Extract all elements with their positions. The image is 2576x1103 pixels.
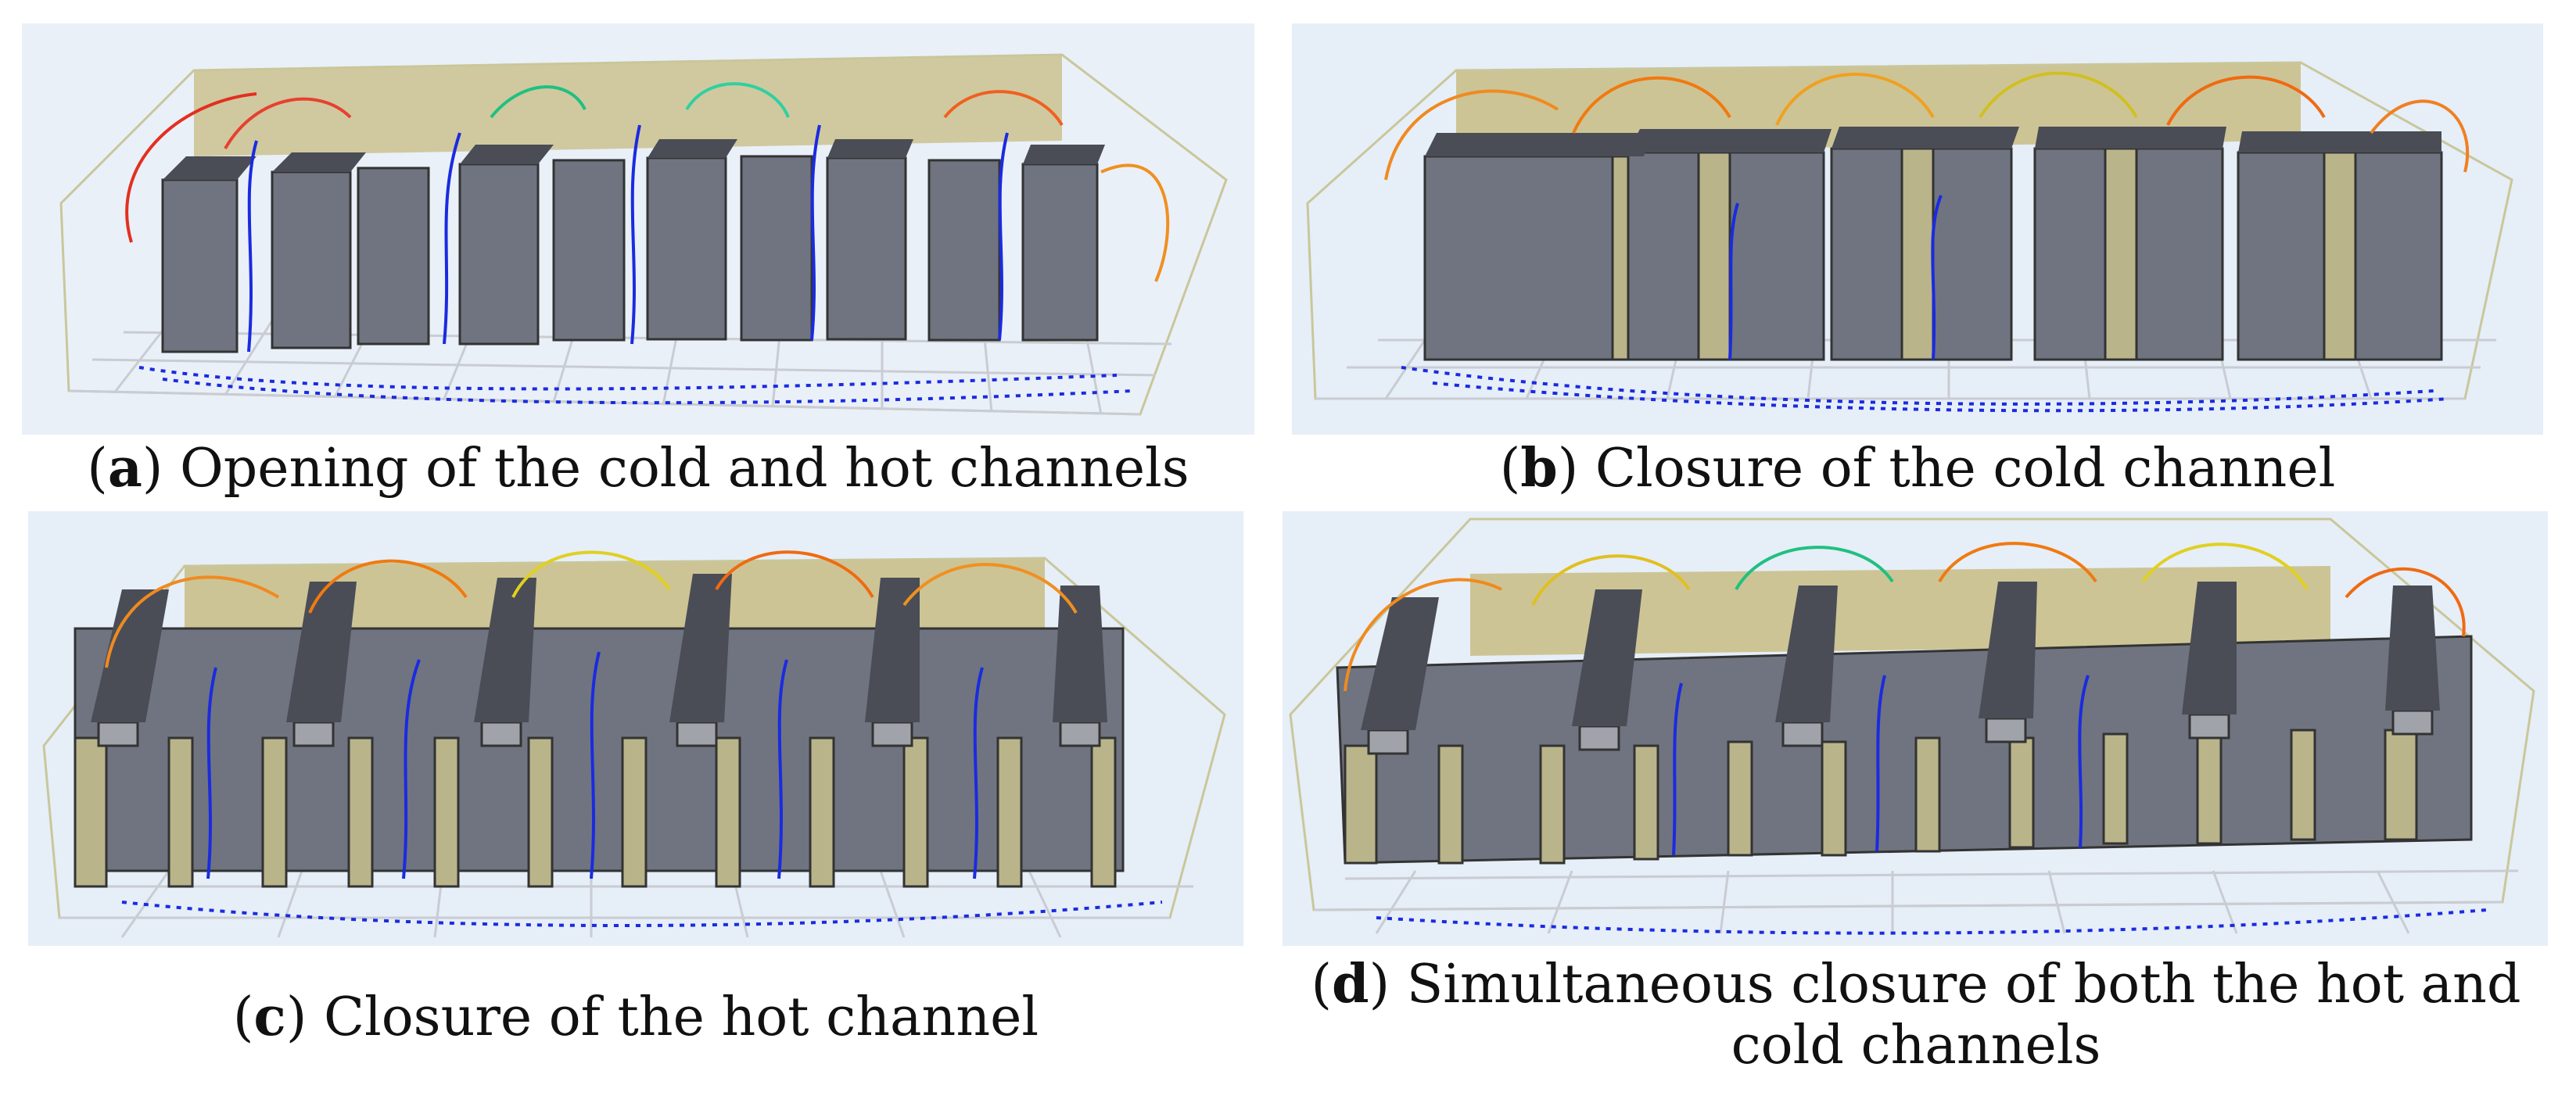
hot-airflow-streamlines (1384, 71, 2470, 181)
back-wall (194, 55, 1062, 156)
cold-airflow-streamlines (1401, 195, 2450, 413)
caption-text-b: Closure of the cold channel (1595, 438, 2336, 500)
rack-rows (74, 574, 1125, 888)
cold-airflow-streamlines (121, 651, 1163, 927)
simulation-panel-d (1283, 511, 2548, 946)
floor-grid (1313, 869, 2519, 934)
simulation-panel-a (22, 23, 1254, 435)
airflow-render-c (28, 511, 1243, 946)
caption-text-c: Closure of the hot channel (323, 987, 1039, 1048)
rack-rows (1336, 582, 2473, 865)
cold-airflow-streamlines (1376, 675, 2488, 935)
cold-airflow-streamlines (138, 124, 1133, 405)
panel-letter-b: b (1520, 437, 1558, 500)
rack-rows (161, 139, 1105, 353)
hot-airflow-streamlines (125, 82, 1170, 282)
airflow-render-d (1283, 511, 2548, 946)
airflow-render-a (22, 23, 1254, 435)
hot-airflow-streamlines (1344, 542, 2466, 692)
airflow-render-b (1292, 23, 2543, 435)
panel-letter-c: c (253, 986, 286, 1048)
caption-a: (a) Opening of the cold and hot channels (87, 437, 1189, 500)
back-wall (1470, 566, 2330, 656)
caption-d: (d) Simultaneous closure of both the hot… (1311, 953, 2521, 1077)
caption-text-d: Simultaneous closure of both the hot and… (1406, 954, 2521, 1077)
panel-letter-a: a (107, 437, 142, 500)
caption-c: (c) Closure of the hot channel (232, 986, 1039, 1048)
caption-b: (b) Closure of the cold channel (1499, 437, 2336, 500)
simulation-panel-b (1292, 23, 2543, 435)
rack-rows (1423, 127, 2443, 361)
hot-airflow-streamlines (105, 550, 1078, 668)
caption-text-a: Opening of the cold and hot channels (180, 438, 1189, 500)
simulation-panel-c (28, 511, 1243, 946)
panel-letter-d: d (1332, 953, 1369, 1015)
